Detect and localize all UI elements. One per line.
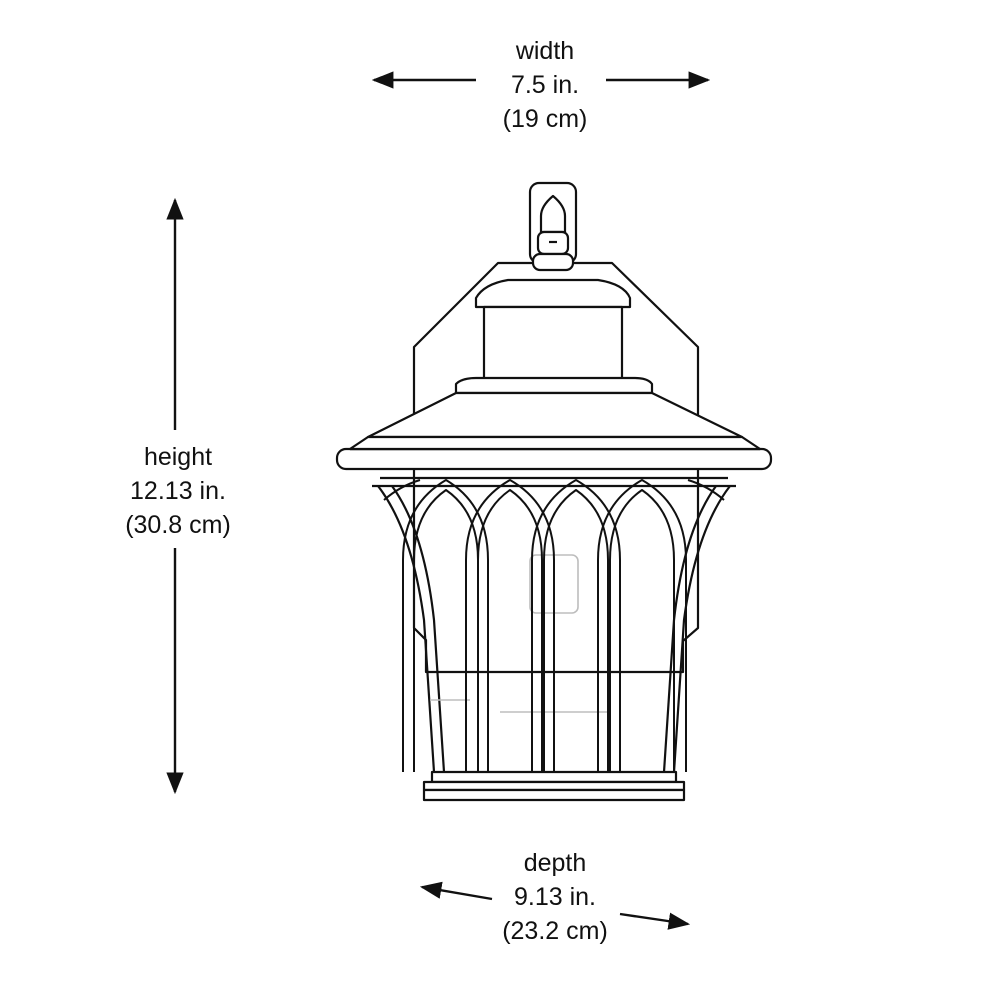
width-title: width [515,37,575,65]
depth-inches: 9.13 in. [513,883,596,911]
depth-arrow-left [419,881,493,901]
depth-title: depth [523,849,587,877]
width-dimension-label: width 7.5 in. (19 cm) [445,34,645,136]
finial [528,181,578,272]
depth-arrow [419,881,691,930]
height-inches: 12.13 in. [130,477,226,505]
glass-body [372,476,736,773]
depth-arrow-right [619,912,691,930]
width-cm: (19 cm) [502,105,588,133]
arch-lattice [383,479,725,772]
upper-cap [474,278,632,381]
width-inches: 7.5 in. [510,71,580,99]
depth-dimension-label: depth 9.13 in. (23.2 cm) [455,846,655,948]
height-dimension-label: height 12.13 in. (30.8 cm) [78,440,278,542]
height-cm: (30.8 cm) [125,511,231,539]
base [422,770,686,802]
height-title: height [143,443,213,471]
lantern-illustration [335,181,773,802]
depth-cm: (23.2 cm) [502,917,608,945]
roof [335,376,773,471]
